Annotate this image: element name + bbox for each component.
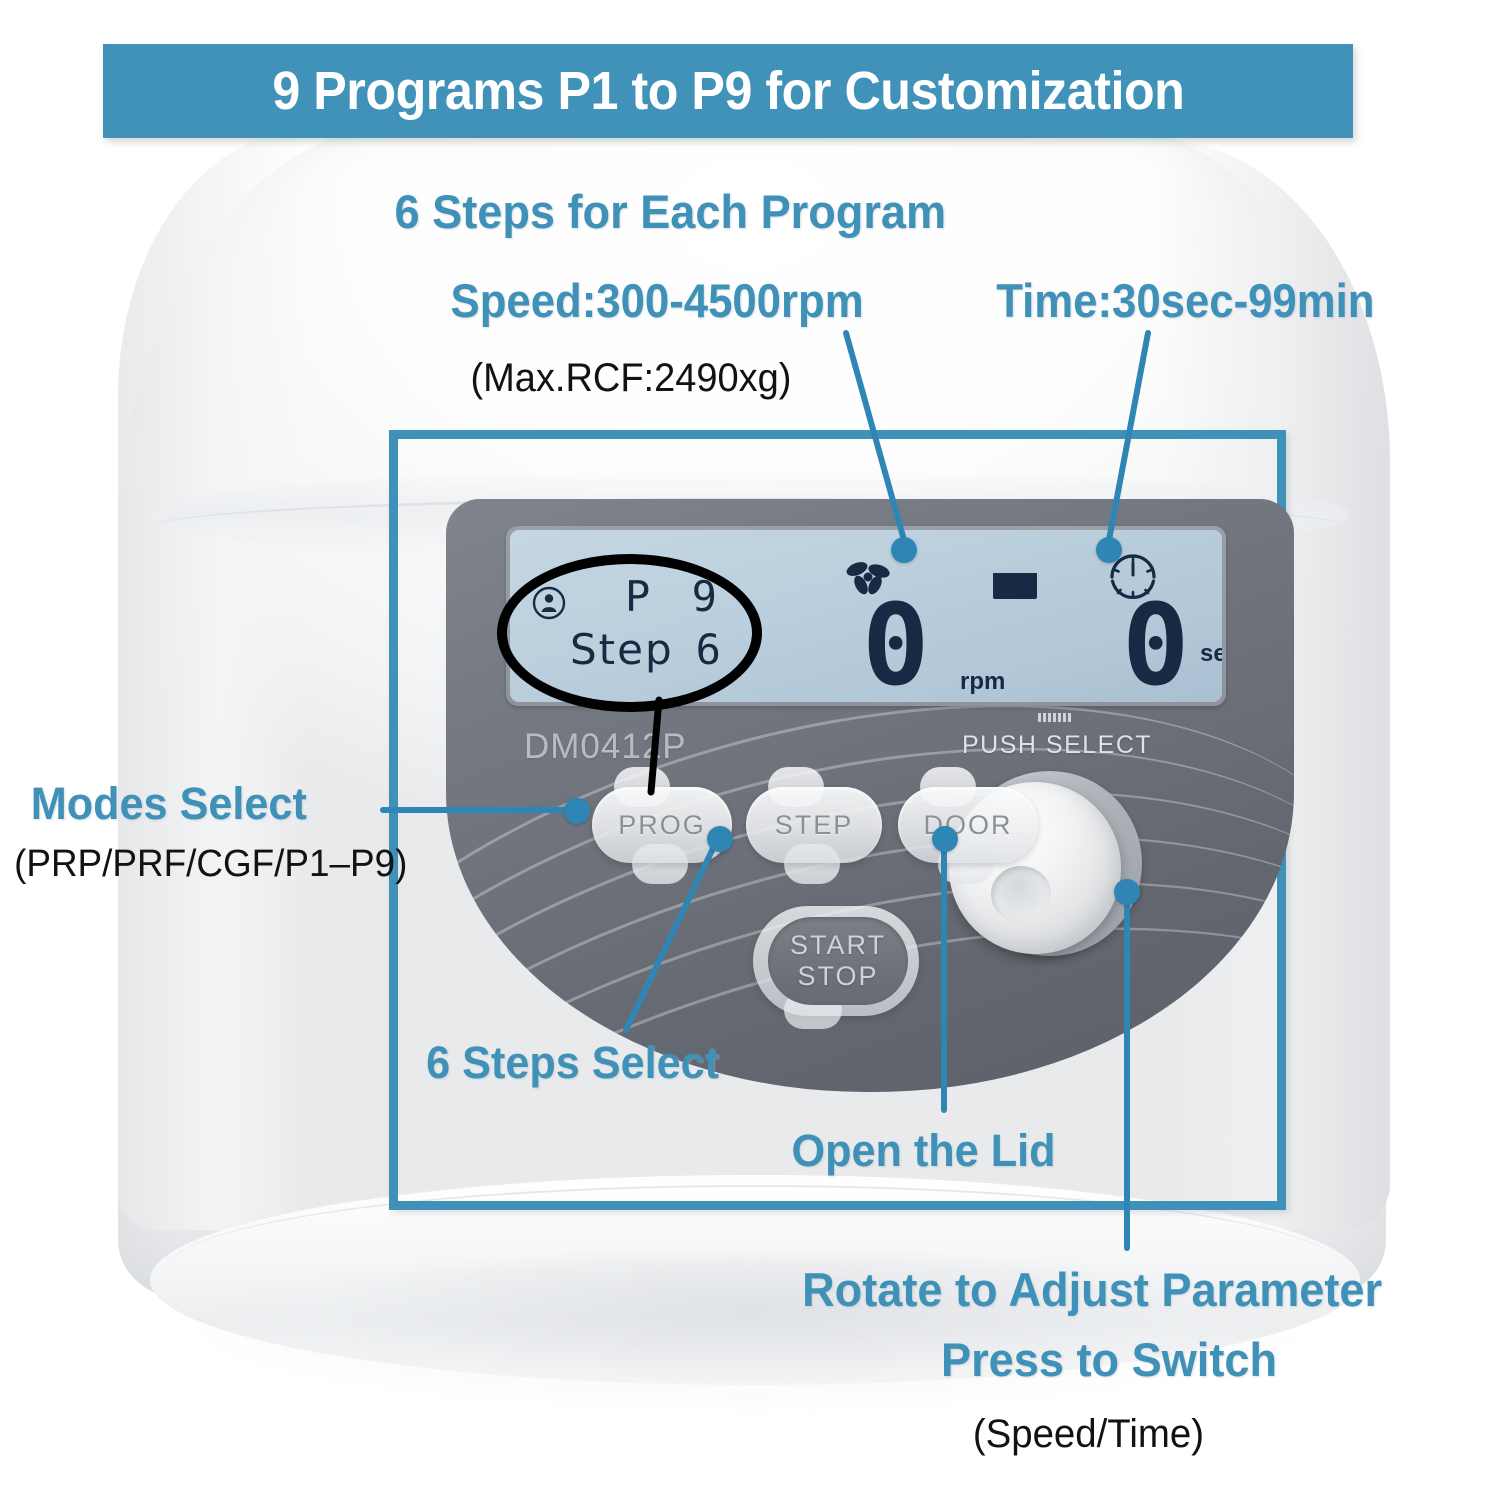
annotation-dot-speed [891,537,917,563]
machine-base-shadow [205,1255,1295,1405]
lcd-speed-unit: rpm [960,668,1006,695]
callout-steps-select: 6 Steps Select [426,1037,720,1088]
callout-open-lid: Open the Lid [791,1125,1056,1176]
knob-grip-dimple [991,866,1051,922]
callout-press-switch-detail: (Speed/Time) [972,1412,1205,1456]
callout-max-rcf: (Max.RCF:2490xg) [470,356,792,400]
step-button[interactable]: STEP [746,787,882,863]
fan-rotor-icon [846,562,890,595]
body-left-shading [118,130,308,1230]
door-button[interactable]: DOOR [898,787,1038,863]
timer-clock-icon [1110,554,1156,599]
callout-modes-select-detail: (PRP/PRF/CGF/P1–P9) [14,843,408,885]
step-button-label: STEP [774,809,854,840]
prog-button-label: PROG [618,809,706,840]
model-number-label: DM0412P [524,727,687,766]
bar-level-icon [993,568,1037,599]
start-stop-button[interactable]: START STOP [768,917,908,1005]
annotation-dot-door [932,826,958,852]
lcd-time-value: 0 [1122,581,1189,702]
push-select-label: PUSH SELECT [962,731,1153,759]
callout-rotate-adjust: Rotate to Adjust Parameter [802,1263,1383,1316]
callout-steps-per-program: 6 Steps for Each Program [394,185,947,238]
annotation-dot-knob [1114,879,1140,905]
page-title: 9 Programs P1 to P9 for Customization [271,61,1185,121]
callout-speed-range: Speed:300-4500rpm [450,274,864,327]
callout-press-switch: Press to Switch [941,1333,1277,1386]
machine-base-edge-line [165,1185,1345,1357]
start-stop-label-line2: STOP [797,961,879,991]
lcd-speed-value: 0 [862,581,929,702]
prog-button[interactable]: PROG [592,787,732,863]
push-select-tick-mark [1038,713,1072,722]
annotation-dot-time [1096,537,1122,563]
callout-time-range: Time:30sec-99min [996,274,1375,327]
annotation-dot-modes [564,798,590,824]
header-banner: 9 Programs P1 to P9 for Customization [103,44,1353,138]
start-stop-label-line1: START [789,929,886,960]
lcd-program-step-highlight-ellipse [497,554,762,712]
callout-modes-select: Modes Select [30,778,307,829]
lcd-time-unit: sec [1200,640,1222,667]
annotation-dot-steps [707,826,733,852]
